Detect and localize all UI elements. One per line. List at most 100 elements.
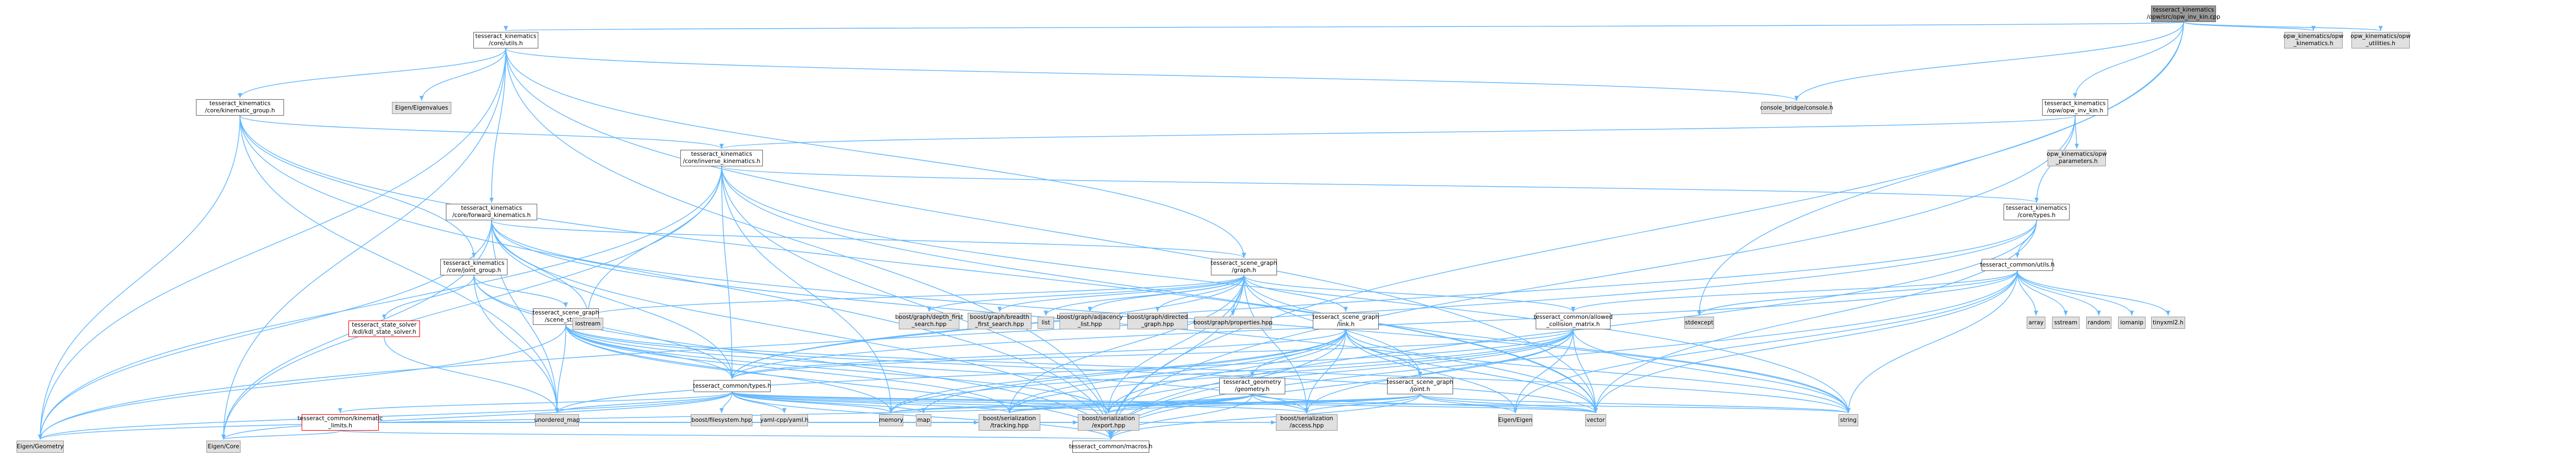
node-label-line: string (1840, 416, 1857, 424)
node-label-line: tesseract_kinematics (443, 260, 505, 267)
node-label-line: /joint.h (1410, 386, 1431, 393)
edge-kin-group-to-macros (239, 115, 1113, 440)
node-label-line: _kinematics.h (2293, 40, 2334, 47)
node-sg-joint[interactable]: tesseract_scene_graph/joint.h (1387, 378, 1453, 394)
edge-common-utils-to-sstream (2017, 270, 2068, 316)
node-common-types[interactable]: tesseract_common/types.h (693, 380, 771, 392)
node-eigen-geometry[interactable]: Eigen/Geometry (17, 441, 64, 453)
node-eigenvalues[interactable]: Eigen/Eigenvalues (392, 102, 451, 114)
node-opw-kin-h[interactable]: opw_kinematics/opw_kinematics.h (2283, 32, 2344, 48)
node-fwd-kin[interactable]: tesseract_kinematics/core/forward_kinema… (446, 204, 537, 220)
node-opw-util-h[interactable]: opw_kinematics/opw_utilities.h (2350, 32, 2411, 48)
node-ser-tracking[interactable]: boost/serialization/tracking.hpp (979, 414, 1040, 431)
edge-joint-group-to-unordered-map (473, 275, 559, 414)
node-label-line: Eigen/Eigen (1498, 416, 1533, 424)
node-bgl-dfs[interactable]: boost/graph/depth_first_search.hpp (895, 313, 963, 329)
node-label-line: _list.hpp (1078, 321, 1102, 328)
edge-sg-state-to-ser-export (565, 324, 1111, 414)
node-label-line: yaml-cpp/yaml.h (760, 416, 809, 424)
node-label-line: boost/graph/adjacency (1056, 314, 1123, 321)
node-label-line: _collision_matrix.h (1546, 321, 1600, 328)
edge-inv-kin-to-memory (721, 166, 893, 414)
node-bgl-adj[interactable]: boost/graph/adjacency_list.hpp (1056, 313, 1123, 329)
node-random[interactable]: random (2086, 317, 2111, 329)
node-console[interactable]: console_bridge/console.h (1760, 102, 1833, 114)
node-label-line: array (2028, 319, 2044, 326)
node-opw-inv-kin-h[interactable]: tesseract_kinematics/opw/opw_inv_kin.h (2042, 99, 2108, 116)
edge-common-utils-to-iomanip (2017, 270, 2134, 316)
node-root[interactable]: tesseract_kinematics/opw/src/opw_inv_kin… (2147, 6, 2220, 22)
edge-sg-state-to-common-types (565, 324, 734, 379)
node-common-utils[interactable]: tesseract_common/utils.h (1980, 259, 2055, 271)
node-label-line: _limits.h (328, 422, 352, 429)
node-geometry[interactable]: tesseract_geometry/geometry.h (1219, 378, 1285, 394)
edge-utils-to-kin-group (238, 48, 506, 99)
node-label-line: /core/utils.h (489, 40, 523, 47)
node-label-line: map (917, 416, 930, 424)
node-allowed-col[interactable]: tesseract_common/allowed_collision_matri… (1533, 313, 1613, 329)
edge-sg-joint-to-vector (1420, 394, 1598, 414)
edge-utils-to-vector (505, 48, 1598, 414)
edge-common-types-to-eigen-geometry (38, 392, 733, 440)
edge-sg-state-to-string (565, 324, 1851, 414)
edge-sg-graph-to-allowed-col (1243, 275, 1575, 312)
edge-sg-state-to-unordered-map (555, 324, 566, 414)
node-label-line: sstream (2054, 319, 2078, 326)
node-label-line: Eigen/Eigenvalues (395, 104, 449, 111)
node-opw-params[interactable]: opw_kinematics/opw_parameters.h (2046, 150, 2107, 166)
edge-kdl-solver-to-unordered-map (384, 336, 559, 414)
node-kdl-solver[interactable]: tesseract_state_solver/kdl/kdl_state_sol… (348, 321, 420, 337)
node-eigen-core[interactable]: Eigen/Core (206, 441, 241, 453)
node-yaml[interactable]: yaml-cpp/yaml.h (760, 414, 809, 426)
node-eigen[interactable]: Eigen/Eigen (1498, 414, 1532, 426)
node-label-line: /opw/opw_inv_kin.h (2046, 107, 2104, 114)
node-tinyxml2[interactable]: tinyxml2.h (2151, 317, 2185, 329)
node-ser-export[interactable]: boost/serialization/export.hpp (1078, 414, 1139, 431)
edge-allowed-col-to-eigen (1513, 329, 1574, 414)
node-label-line: /geometry.h (1235, 386, 1270, 393)
node-array[interactable]: array (2027, 317, 2045, 329)
edge-common-utils-to-random (2017, 270, 2101, 316)
node-core-types[interactable]: tesseract_kinematics/core/types.h (2004, 204, 2070, 220)
node-label-line: tesseract_common/allowed (1533, 314, 1613, 321)
node-unordered-map[interactable]: unordered_map (534, 414, 580, 426)
node-joint-group[interactable]: tesseract_kinematics/core/joint_group.h (440, 259, 507, 275)
node-utils[interactable]: tesseract_kinematics/core/utils.h (473, 32, 538, 48)
node-vector[interactable]: vector (1585, 414, 1606, 426)
node-filesystem[interactable]: boost/filesystem.hpp (691, 414, 752, 426)
edge-sg-joint-to-memory (889, 394, 1421, 414)
node-sstream[interactable]: sstream (2052, 317, 2080, 329)
node-kin-limits[interactable]: tesseract_common/kinematic_limits.h (298, 414, 383, 431)
node-inv-kin[interactable]: tesseract_kinematics/core/inverse_kinema… (680, 150, 763, 166)
edge-kin-group-to-unordered-map (239, 115, 559, 414)
node-label-line: random (2087, 319, 2110, 326)
node-label-line: _search.hpp (912, 321, 947, 328)
node-map[interactable]: map (916, 414, 931, 426)
edge-joint-group-to-kdl-solver (382, 275, 474, 320)
node-bgl-bfs[interactable]: boost/graph/breadth_first_search.hpp (968, 313, 1032, 329)
node-sg-link[interactable]: tesseract_scene_graph/link.h (1313, 313, 1379, 329)
node-label-line: boost/graph/depth_first (895, 314, 963, 321)
node-stdexcept[interactable]: stdexcept (1684, 317, 1714, 329)
node-iomanip[interactable]: iomanip (2118, 317, 2146, 329)
node-label-line: boost/serialization (1280, 415, 1334, 422)
edge-fwd-kin-to-sg-graph (491, 220, 1246, 258)
node-macros[interactable]: tesseract_common/macros.h (1069, 441, 1153, 453)
node-label-line: memory (879, 416, 903, 424)
node-sg-graph[interactable]: tesseract_scene_graph/graph.h (1211, 259, 1277, 275)
node-string[interactable]: string (1838, 414, 1858, 426)
edge-fwd-kin-to-macros (491, 220, 1113, 440)
node-label-line: /core/inverse_kinematics.h (683, 158, 761, 165)
node-ser-access[interactable]: boost/serialization/access.hpp (1276, 414, 1338, 431)
edge-common-types-to-filesystem (719, 392, 733, 414)
node-bgl-props[interactable]: boost/graph/properties.hpp (1193, 317, 1273, 329)
edge-kin-group-to-eigen-geometry (38, 115, 241, 440)
node-kin-group[interactable]: tesseract_kinematics/core/kinematic_grou… (196, 99, 284, 116)
node-bgl-dir[interactable]: boost/graph/directed_graph.hpp (1127, 313, 1188, 329)
node-memory[interactable]: memory (879, 414, 903, 426)
node-label-line: /link.h (1336, 321, 1355, 328)
node-iostream[interactable]: iostream (572, 318, 603, 330)
edge-root-to-opw-kin-h (2183, 21, 2316, 31)
node-list[interactable]: list (1038, 317, 1054, 329)
edge-geometry-to-ser-tracking (1007, 394, 1253, 414)
